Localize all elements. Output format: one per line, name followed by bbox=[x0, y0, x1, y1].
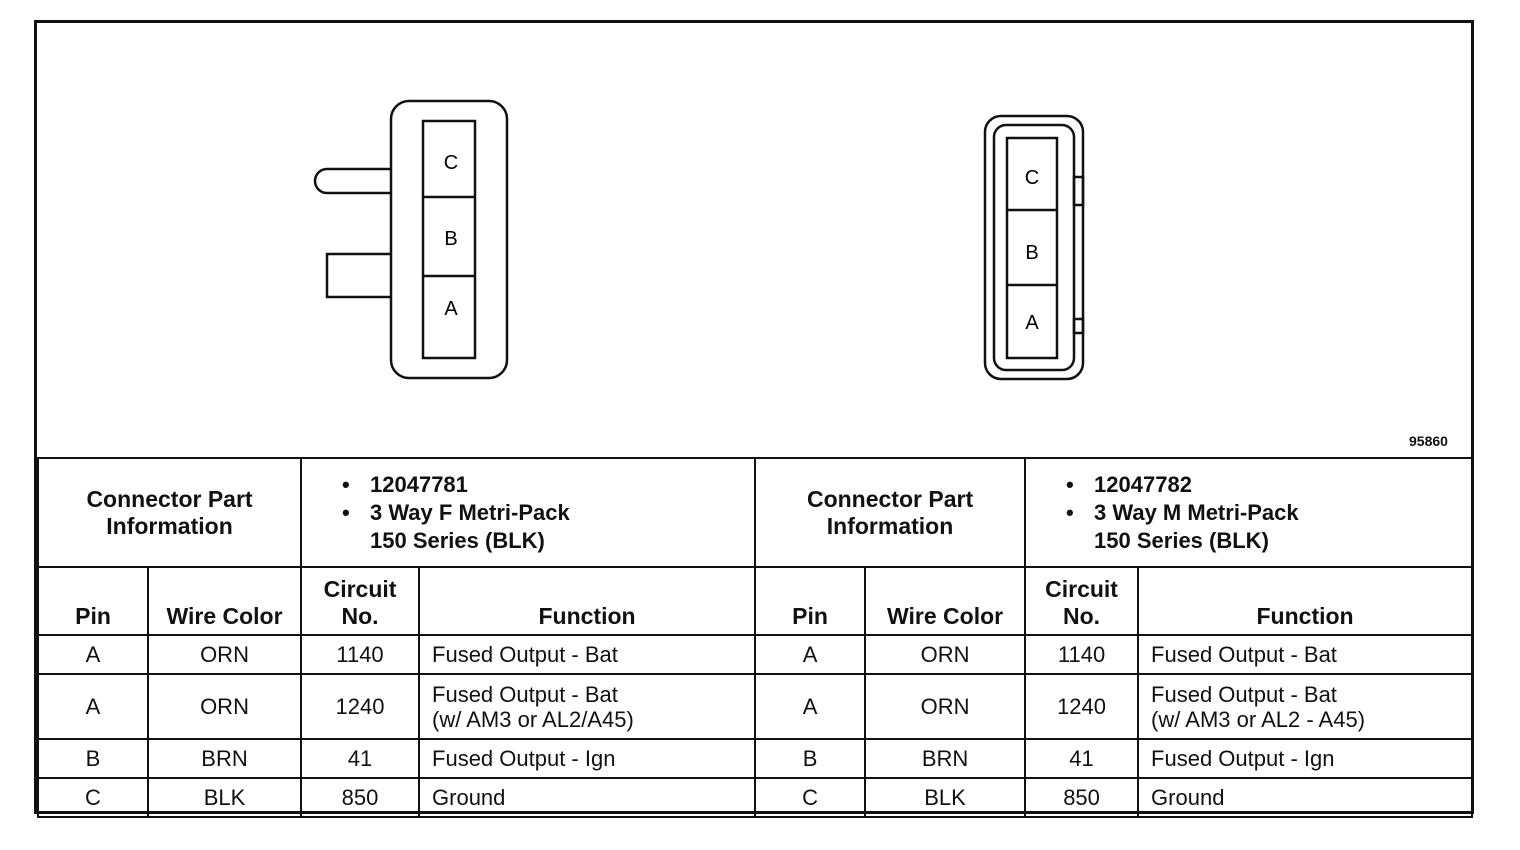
male-cavity-a: A bbox=[1025, 312, 1039, 334]
bullet-icon: • bbox=[342, 471, 350, 497]
table-row: C BLK 850 Ground C BLK 850 Ground bbox=[37, 777, 1474, 818]
function-cell: Fused Output - Bat bbox=[1137, 634, 1474, 675]
header-circuit-line2: No. bbox=[1063, 603, 1101, 629]
part-number-left: 12047781 bbox=[370, 471, 468, 497]
table-row: A ORN 1140 Fused Output - Bat A ORN 1140… bbox=[37, 634, 1474, 675]
pin-cell: A bbox=[754, 634, 867, 675]
wire-color-cell: BRN bbox=[864, 738, 1027, 779]
header-function: Function bbox=[418, 566, 757, 636]
function-cell: Fused Output - Bat bbox=[418, 634, 757, 675]
description-left-line1: 3 Way F Metri-Pack bbox=[370, 499, 570, 525]
circuit-cell: 850 bbox=[300, 777, 421, 818]
function-line2: (w/ AM3 or AL2 - A45) bbox=[1151, 706, 1366, 732]
bullet-icon: • bbox=[342, 499, 350, 525]
circuit-cell: 41 bbox=[300, 738, 421, 779]
female-cavity-a: A bbox=[444, 298, 458, 320]
circuit-cell: 850 bbox=[1024, 777, 1140, 818]
wire-color-cell: BLK bbox=[146, 777, 303, 818]
wire-color-cell: ORN bbox=[864, 673, 1027, 740]
wire-color-cell: ORN bbox=[146, 673, 303, 740]
header-circuit-line2: No. bbox=[341, 603, 379, 629]
bullet-icon: • bbox=[1066, 471, 1074, 497]
table-row: B BRN 41 Fused Output - Ign B BRN 41 Fus… bbox=[37, 738, 1474, 779]
function-line1: Fused Output - Bat bbox=[1151, 681, 1337, 707]
wire-color-cell: BLK bbox=[864, 777, 1027, 818]
header-pin: Pin bbox=[754, 566, 867, 636]
male-cavity-c: C bbox=[1025, 167, 1039, 189]
wire-color-cell: ORN bbox=[146, 634, 303, 675]
connector-info-details-left: • 12047781 • 3 Way F Metri-Pack 150 Series… bbox=[300, 457, 757, 568]
header-wire-color: Wire Color bbox=[864, 566, 1027, 636]
connector-diagram: C B A C B A bbox=[313, 99, 1085, 381]
bullet-icon: • bbox=[1066, 499, 1074, 525]
pin-cell: B bbox=[754, 738, 867, 779]
circuit-cell: 1240 bbox=[1024, 673, 1140, 740]
function-cell: Fused Output - Ign bbox=[418, 738, 757, 779]
circuit-cell: 41 bbox=[1024, 738, 1140, 779]
wire-color-cell: BRN bbox=[146, 738, 303, 779]
header-circuit-line1: Circuit bbox=[323, 576, 397, 602]
female-cavity-b: B bbox=[444, 228, 457, 250]
pin-cell: C bbox=[37, 777, 149, 818]
male-connector-drawing bbox=[983, 114, 1085, 381]
pin-cell: C bbox=[754, 777, 867, 818]
connector-sheet: C B A C B A 95860 Connector Part Informa… bbox=[34, 20, 1474, 818]
header-wire-color: Wire Color bbox=[146, 566, 303, 636]
header-function: Function bbox=[1137, 566, 1474, 636]
circuit-cell: 1140 bbox=[300, 634, 421, 675]
pin-cell: B bbox=[37, 738, 149, 779]
figure-number: 95860 bbox=[1409, 433, 1448, 449]
circuit-cell: 1240 bbox=[300, 673, 421, 740]
connector-info-details-right: • 12047782 • 3 Way M Metri-Pack 150 Series… bbox=[1024, 457, 1474, 568]
connector-info-label-left: Connector Part Information bbox=[36, 457, 303, 568]
function-cell: Fused Output - Ign bbox=[1137, 738, 1474, 779]
male-cavity-b: B bbox=[1025, 242, 1038, 264]
function-cell: Ground bbox=[1137, 777, 1474, 818]
part-number-right: 12047782 bbox=[1094, 471, 1192, 497]
function-line2: (w/ AM3 or AL2/A45) bbox=[432, 706, 634, 732]
pin-cell: A bbox=[37, 634, 149, 675]
description-right-line2: 150 Series (BLK) bbox=[1094, 527, 1269, 553]
female-connector-drawing bbox=[313, 99, 509, 380]
wire-color-cell: ORN bbox=[864, 634, 1027, 675]
description-right-line1: 3 Way M Metri-Pack bbox=[1094, 499, 1299, 525]
header-circuit-line1: Circuit bbox=[1045, 576, 1118, 602]
connector-table: Connector Part Information • 12047781 • 3 … bbox=[36, 457, 1474, 818]
female-cavity-c: C bbox=[444, 152, 458, 174]
pin-cell: A bbox=[754, 673, 867, 740]
connector-info-row: Connector Part Information • 12047781 • 3 … bbox=[36, 457, 1474, 568]
pin-cell: A bbox=[37, 673, 149, 740]
function-line1: Fused Output - Bat bbox=[432, 681, 618, 707]
header-pin: Pin bbox=[37, 566, 149, 636]
description-left-line2: 150 Series (BLK) bbox=[370, 527, 545, 553]
function-cell: Ground bbox=[418, 777, 757, 818]
function-cell: Fused Output - Bat(w/ AM3 or AL2 - A45) bbox=[1137, 673, 1474, 740]
function-cell: Fused Output - Bat(w/ AM3 or AL2/A45) bbox=[418, 673, 757, 740]
connector-info-label-right: Connector Part Information bbox=[754, 457, 1027, 568]
table-row: A ORN 1240 Fused Output - Bat(w/ AM3 or … bbox=[37, 673, 1474, 740]
circuit-cell: 1140 bbox=[1024, 634, 1140, 675]
